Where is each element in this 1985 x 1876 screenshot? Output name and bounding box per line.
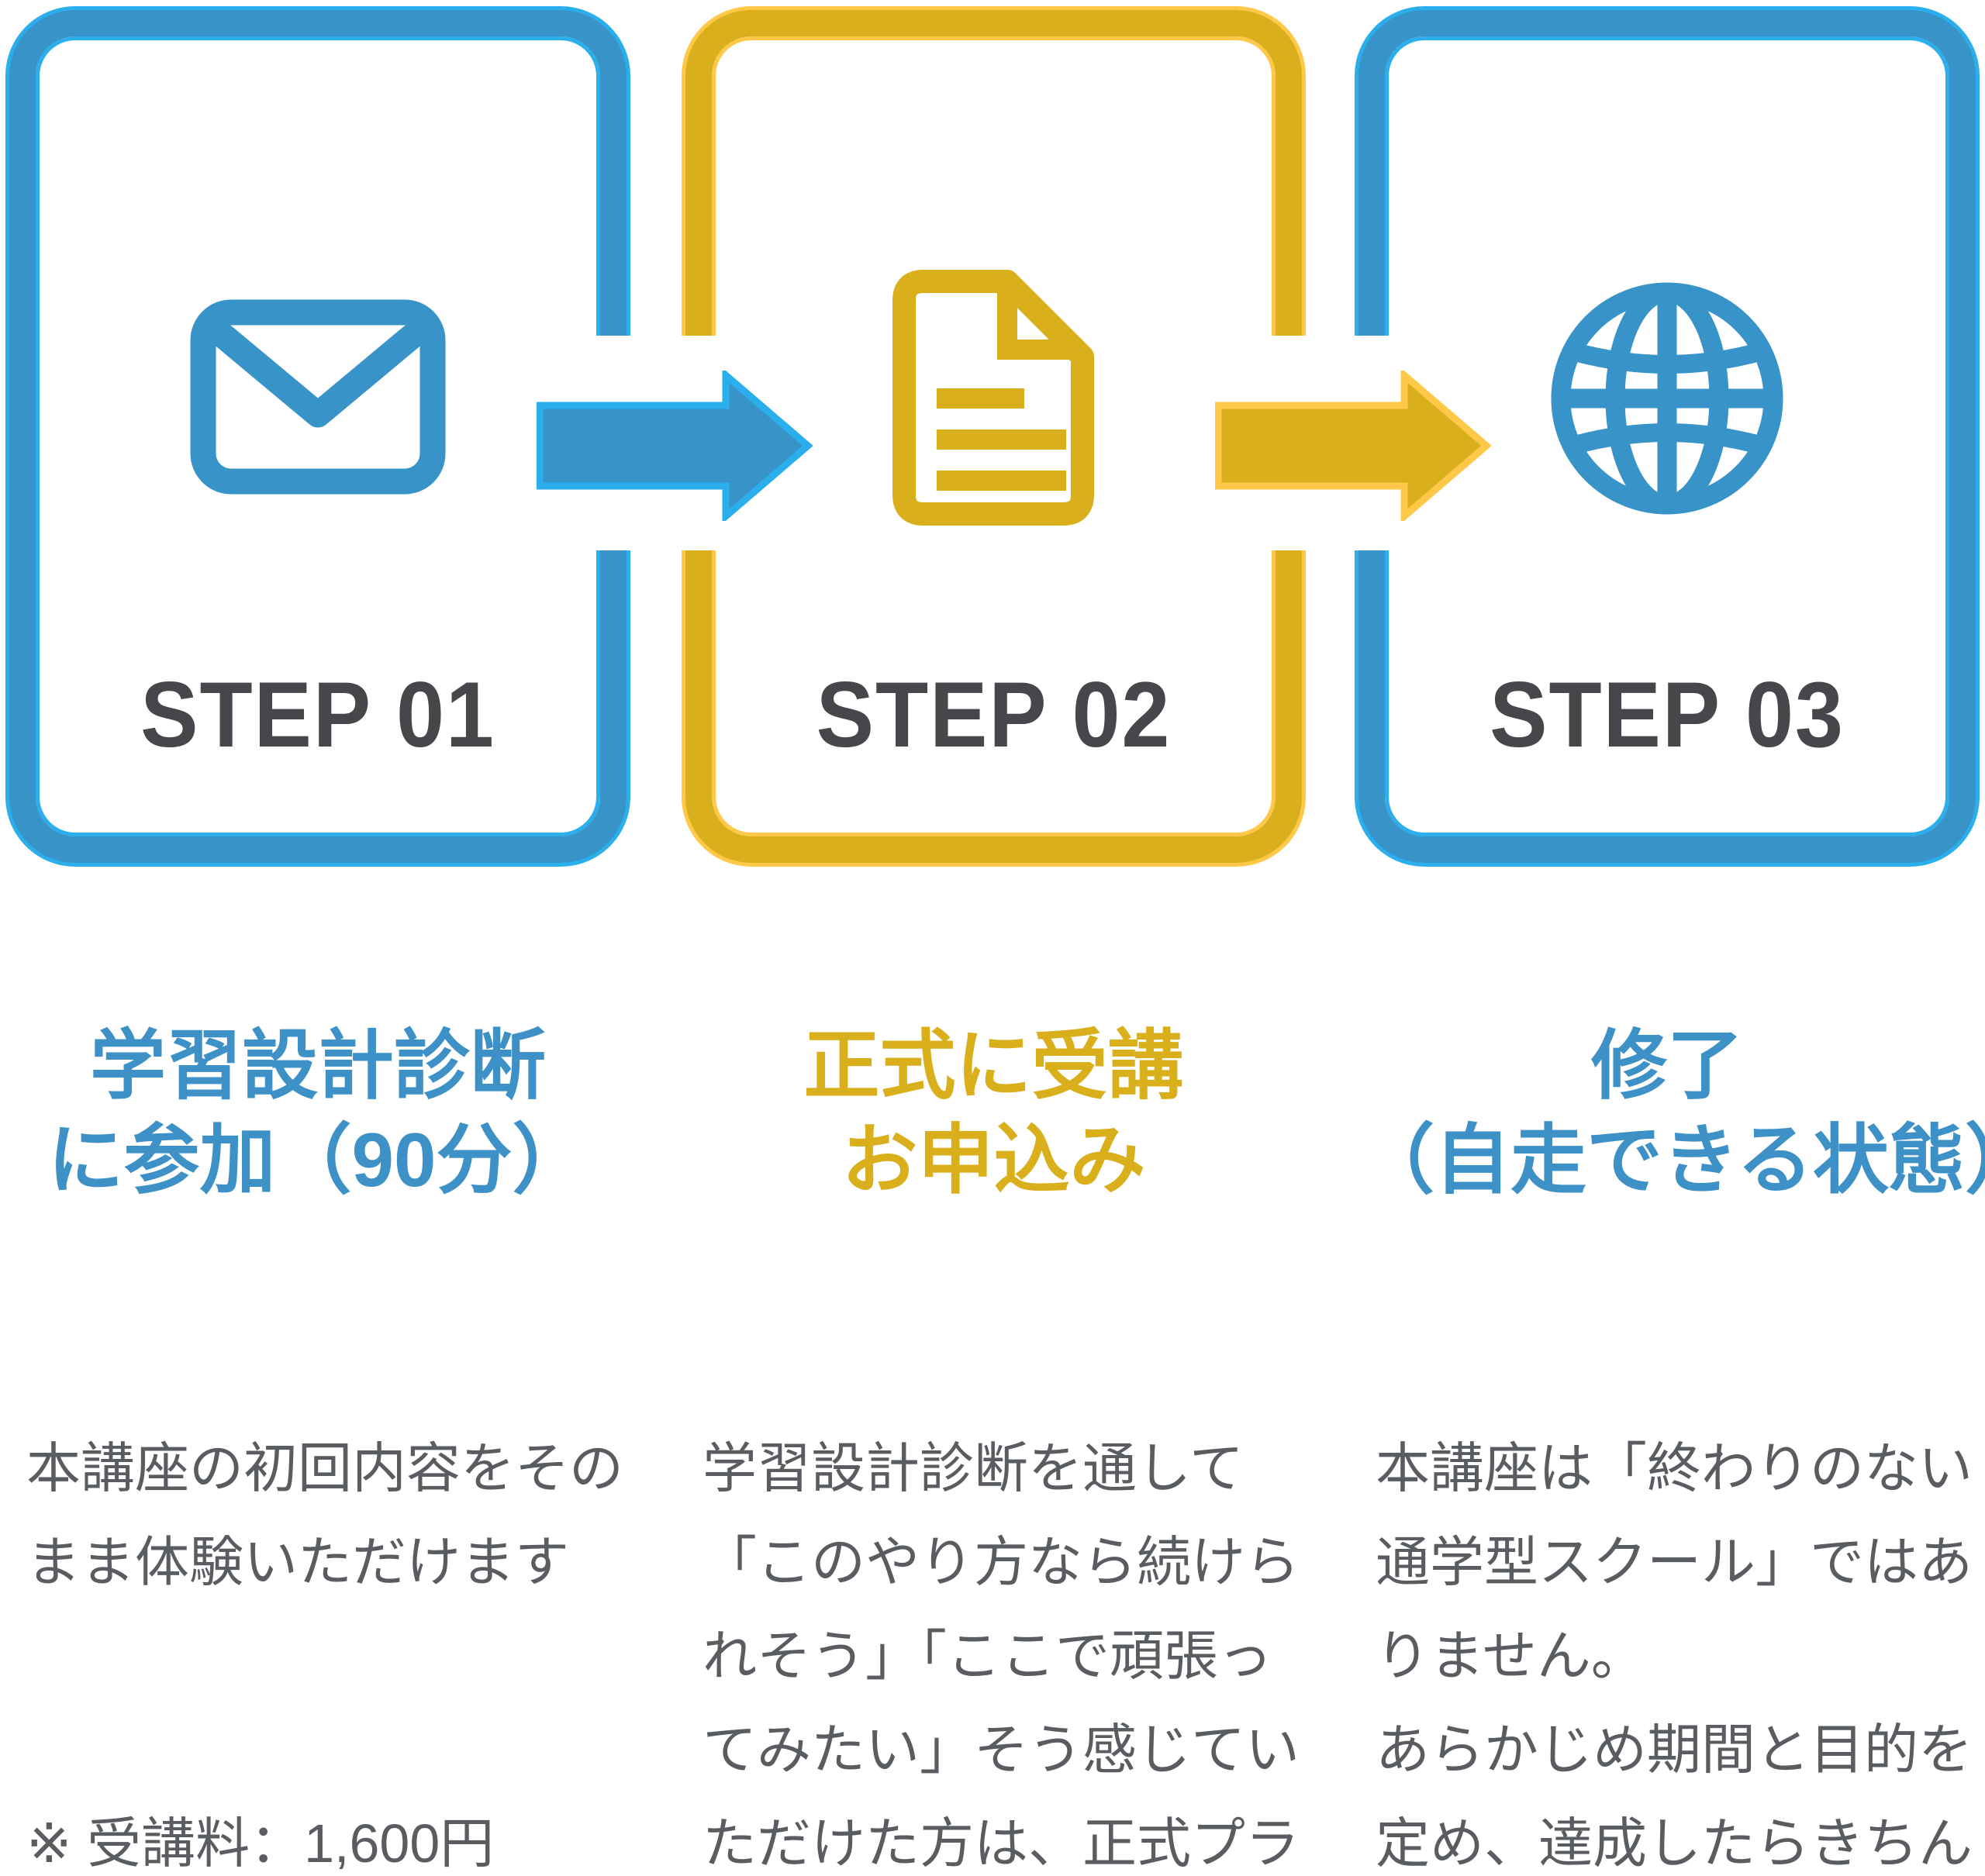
step2-paragraph: 学習設計診断を通して 「このやり方なら続けら れそう」「ここで頑張っ てみたい」… [703, 1438, 1300, 1874]
step-heading-1: 学習設計診断 に参加（90分） [47, 1022, 589, 1203]
globe-icon [1551, 282, 1783, 515]
step3-paragraph: 本講座は「終わりのない 通学型スクール」ではあ りません。 あらかじめ期間と目的… [1376, 1438, 1973, 1874]
step-description-3: 本講座は「終わりのない 通学型スクール」ではあ りません。 あらかじめ期間と目的… [1376, 1234, 1973, 1876]
step-description-2: 学習設計診断を通して 「このやり方なら続けら れそう」「ここで頑張っ てみたい」… [703, 1234, 1300, 1876]
step-description-1: 本講座の初回内容をその まま体験いただけます ※ 受講料：1,600円 ※ 本講… [26, 1234, 623, 1876]
right-arrow-icon-step2-to-step3 [1215, 371, 1491, 521]
step-heading-3: 修了 （自走できる状態） [1358, 1022, 1985, 1203]
right-arrow-icon-step1-to-step2 [537, 371, 813, 521]
step1-intro-paragraph: 本講座の初回内容をその まま体験いただけます [26, 1438, 623, 1592]
step-label-2: STEP 02 [816, 663, 1172, 767]
step-label-3: STEP 03 [1490, 663, 1845, 767]
step-heading-2: 正式に受講 お申込み [803, 1022, 1184, 1203]
envelope-icon [190, 299, 446, 495]
step1-notes-paragraph: ※ 受講料：1,600円 ※ 本講座にお申込みの 場合、全額キャッシュ バック [26, 1813, 495, 1874]
step-label-1: STEP 01 [140, 663, 495, 767]
step-card-1 [9, 10, 627, 863]
document-icon [892, 270, 1094, 526]
